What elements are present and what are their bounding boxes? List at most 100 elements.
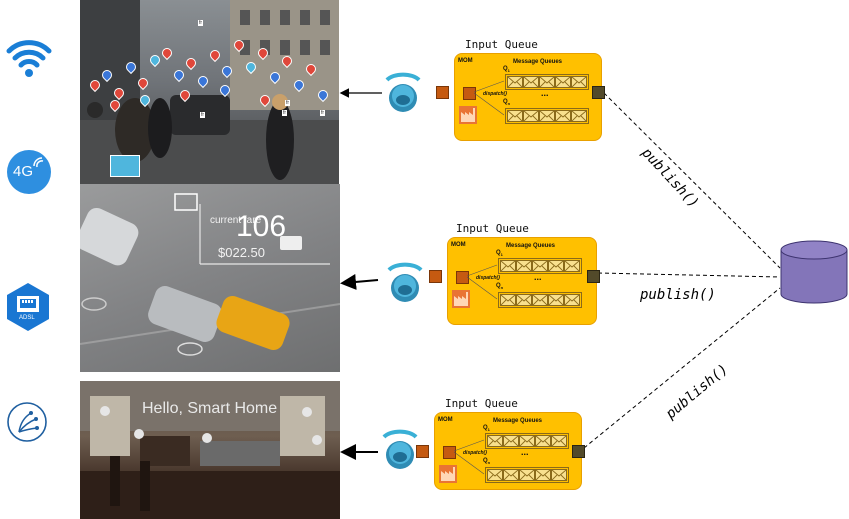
- message-envelope: [500, 260, 516, 272]
- message-envelope: [555, 110, 571, 122]
- smart-home-title: Hello, Smart Home: [142, 400, 278, 417]
- database-icon: [780, 240, 848, 304]
- output-square: [587, 270, 600, 283]
- output-square: [592, 86, 605, 99]
- message-envelope: [507, 110, 523, 122]
- queue-row-n: [498, 292, 582, 308]
- street-photo: fr fr fr fr fr: [80, 0, 339, 184]
- message-envelope: [516, 294, 532, 306]
- 4g-icon: 4G: [7, 150, 51, 194]
- mom-input-square: [463, 87, 476, 100]
- message-envelope: [539, 110, 555, 122]
- message-envelope: [535, 469, 551, 481]
- fr-badge: fr: [285, 100, 291, 106]
- dispatch-lines: [473, 80, 505, 116]
- factory-icon: [439, 465, 457, 483]
- output-square: [572, 445, 585, 458]
- message-envelope: [523, 76, 539, 88]
- overlay-small-text: current fare: [210, 215, 262, 226]
- queue-row-1: [498, 258, 582, 274]
- message-envelope: [535, 435, 551, 447]
- queue-row-1: [505, 74, 589, 90]
- mom-label: MOM: [458, 58, 473, 64]
- factory-icon: [452, 290, 470, 308]
- overlay-big-number: 106: [236, 210, 287, 243]
- message-envelope: [503, 469, 519, 481]
- publish-line-middle: [597, 272, 781, 278]
- message-envelope: [571, 76, 587, 88]
- input-square-1: [416, 445, 429, 458]
- message-envelope: [487, 469, 503, 481]
- smart-home-photo: Hello, Smart Home: [80, 381, 340, 519]
- input-queue-label: Input Queue: [465, 38, 538, 51]
- message-envelope: [532, 260, 548, 272]
- message-envelope: [564, 260, 580, 272]
- publish-line-bottom: [583, 287, 781, 449]
- dispatch-label: dispatch(): [483, 91, 507, 97]
- sensor-icon: [385, 260, 425, 304]
- message-envelope: [519, 435, 535, 447]
- mom-label: MOM: [438, 417, 453, 423]
- adsl-label: ADSL: [19, 315, 35, 321]
- road-photo: current fare 106 $022.50: [80, 184, 340, 372]
- mom-box: MOM Message Queues Q1 dispatch() ... Qn: [434, 412, 582, 490]
- mom-input-square: [456, 271, 469, 284]
- input-queue-label: Input Queue: [456, 222, 529, 235]
- social-media-icon: [110, 155, 140, 177]
- message-envelope: [548, 294, 564, 306]
- dispatch-lines: [466, 264, 498, 300]
- fr-badge: fr: [282, 110, 288, 116]
- factory-icon: [459, 106, 477, 124]
- message-queues-label: Message Queues: [506, 243, 556, 249]
- sensor-icon: [380, 427, 420, 471]
- message-envelope: [516, 260, 532, 272]
- message-envelope: [487, 435, 503, 447]
- input-square-1: [429, 270, 442, 283]
- message-envelope: [551, 435, 567, 447]
- q1-label: Q1: [483, 425, 490, 433]
- qn-label: Qn: [496, 283, 504, 291]
- message-queues-label: Message Queues: [493, 418, 543, 424]
- home-info-bubble: [312, 435, 322, 445]
- message-envelope: [532, 294, 548, 306]
- dispatch-label: dispatch(): [476, 275, 500, 281]
- home-info-bubble: [100, 406, 110, 416]
- q1-label: Q1: [496, 250, 503, 258]
- queue-row-n: [485, 467, 569, 483]
- message-envelope: [564, 294, 580, 306]
- adsl-icon: ADSL: [6, 282, 50, 332]
- message-envelope: [519, 469, 535, 481]
- sensor-icon: [383, 70, 423, 114]
- message-envelope: [539, 76, 555, 88]
- ellipsis: ...: [521, 447, 529, 457]
- mom-input-square: [443, 446, 456, 459]
- mom-label: MOM: [451, 242, 466, 248]
- message-envelope: [503, 435, 519, 447]
- arrow-to-road: [340, 273, 379, 290]
- home-info-bubble: [134, 429, 144, 439]
- overlay-price-text: $022.50: [218, 245, 265, 260]
- message-queues-label: Message Queues: [513, 59, 563, 65]
- message-envelope: [507, 76, 523, 88]
- dispatch-label: dispatch(): [463, 450, 487, 456]
- queue-row-n: [505, 108, 589, 124]
- input-square-1: [436, 86, 449, 99]
- ellipsis: ...: [534, 272, 542, 282]
- message-envelope: [555, 76, 571, 88]
- message-envelope: [571, 110, 587, 122]
- mom-box: MOM Message Queues Q1 dispatch() ... Qn: [454, 53, 602, 141]
- radio-signal-icon: [6, 401, 48, 443]
- publish-label-middle: publish(): [640, 287, 716, 303]
- fr-badge: fr: [198, 20, 204, 26]
- input-queue-label: Input Queue: [445, 397, 518, 410]
- qn-label: Qn: [503, 99, 511, 107]
- fr-badge: fr: [200, 112, 206, 118]
- q1-label: Q1: [503, 66, 510, 74]
- mom-box: MOM Message Queues Q1 dispatch() ... Qn: [447, 237, 597, 325]
- message-envelope: [548, 260, 564, 272]
- fr-badge: fr: [320, 110, 326, 116]
- queue-row-1: [485, 433, 569, 449]
- publish-line-top: [603, 92, 781, 269]
- message-envelope: [523, 110, 539, 122]
